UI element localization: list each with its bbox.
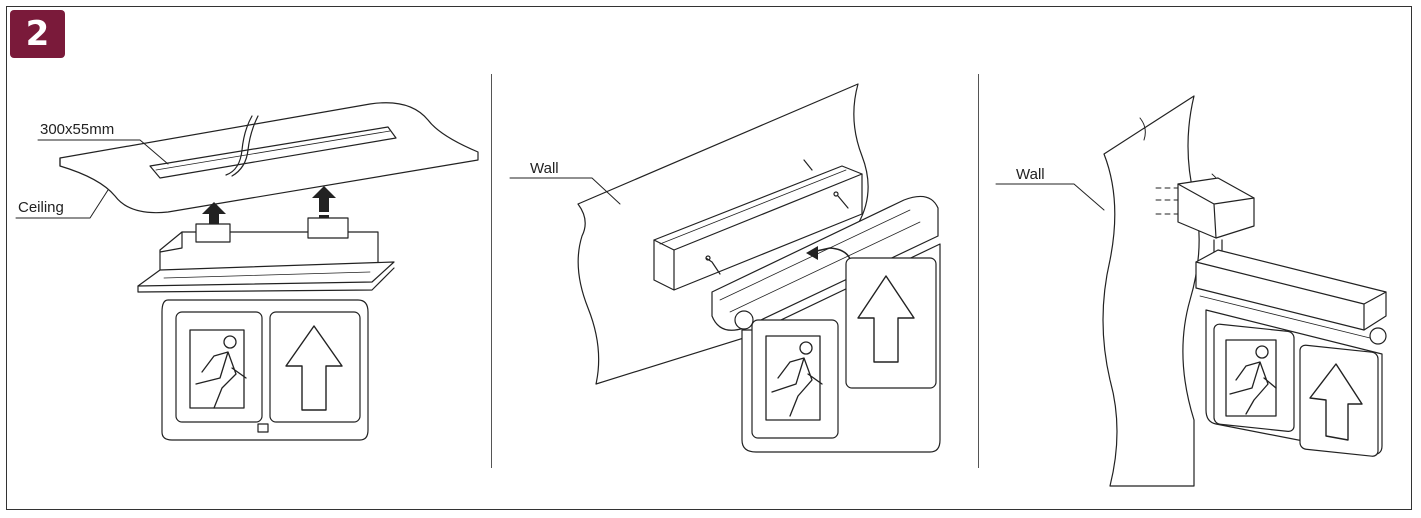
panel-divider bbox=[491, 74, 492, 468]
arrow-up-icon bbox=[1309, 363, 1363, 441]
panel-wall-mount-rear: Wall bbox=[509, 83, 941, 453]
running-man-icon bbox=[189, 329, 247, 409]
panel-wall-mount-side: Wall bbox=[995, 95, 1387, 487]
step-number-badge: 2 bbox=[10, 10, 65, 58]
mounting-bracket bbox=[1177, 177, 1255, 239]
running-man-icon bbox=[765, 335, 823, 421]
cutout-leader bbox=[37, 139, 169, 165]
ceiling-cutout bbox=[149, 126, 397, 179]
wall-label: Wall bbox=[530, 160, 559, 177]
ceiling-leader bbox=[15, 189, 109, 219]
wall-leader bbox=[995, 183, 1105, 211]
arrow-up-icon bbox=[857, 275, 915, 363]
wall-surface bbox=[1102, 95, 1200, 487]
cable bbox=[225, 115, 253, 176]
running-man-icon bbox=[1225, 339, 1277, 417]
wall-label: Wall bbox=[1016, 166, 1045, 183]
cutout-dimension-label: 300x55mm bbox=[40, 121, 114, 138]
ceiling-label: Ceiling bbox=[18, 199, 64, 216]
arrow-up-icon bbox=[285, 325, 343, 411]
sign-top-rail bbox=[711, 195, 939, 331]
screw-icon bbox=[705, 159, 849, 275]
panel-ceiling-mount: 300x55mm Ceiling bbox=[15, 102, 479, 441]
wall-leader bbox=[509, 177, 621, 205]
panel-divider bbox=[978, 74, 979, 468]
sign-top-rail bbox=[1195, 249, 1387, 331]
